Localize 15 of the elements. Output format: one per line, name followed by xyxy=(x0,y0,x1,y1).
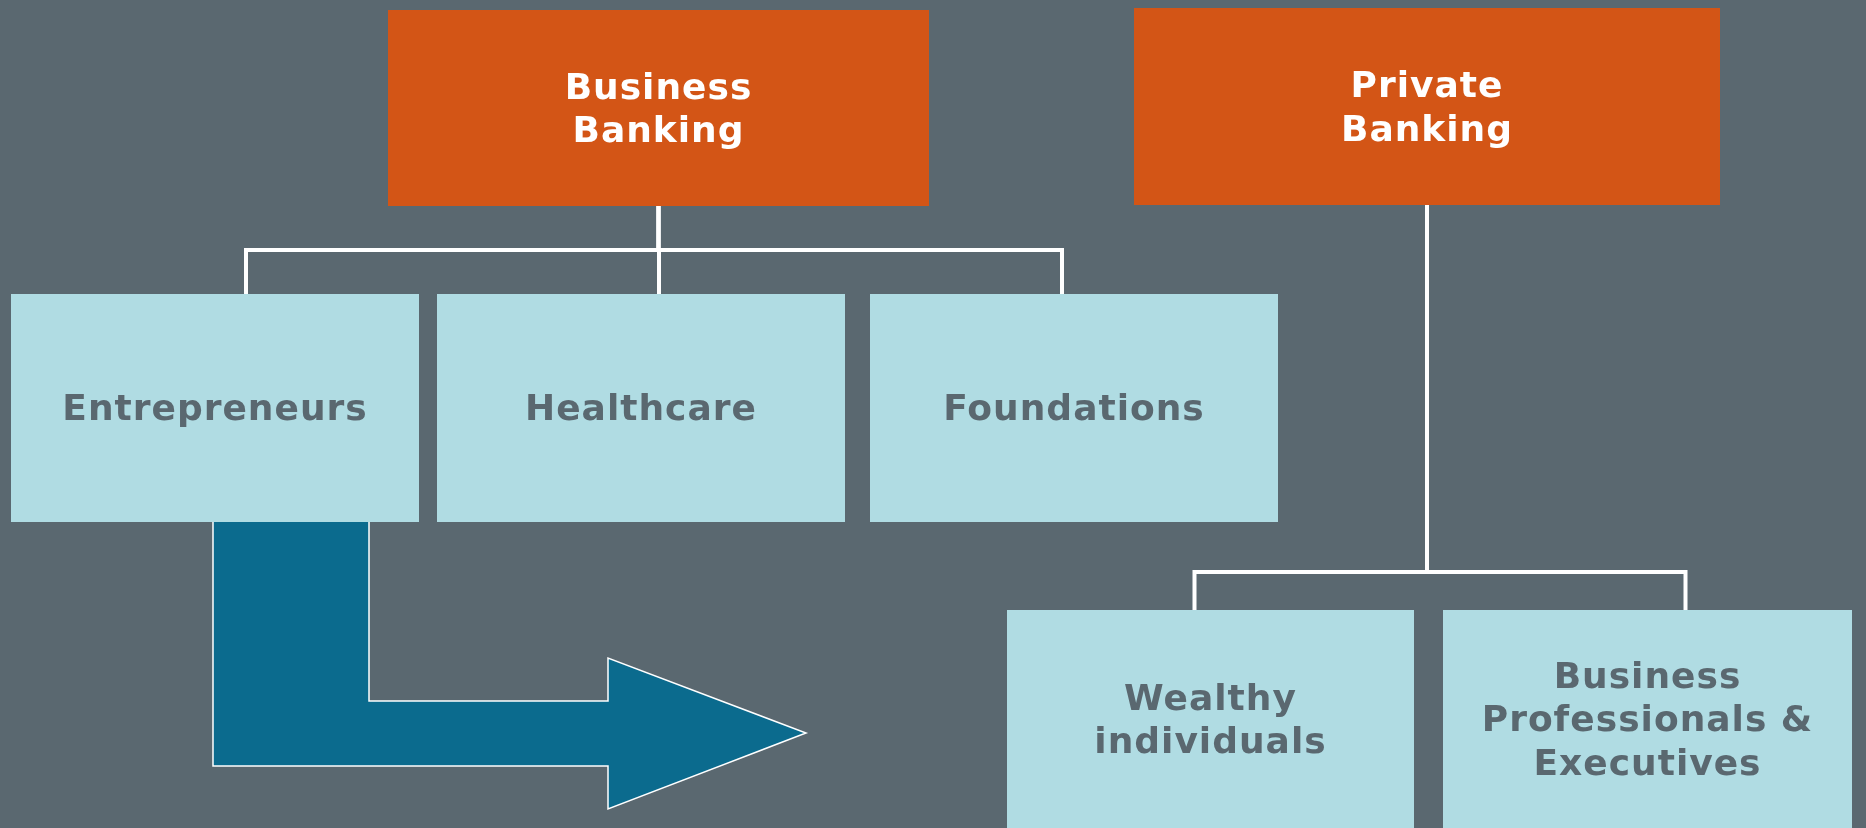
box-label: Entrepreneurs xyxy=(61,386,369,430)
segment-box xyxy=(437,294,845,522)
box-label: Private Banking xyxy=(1339,63,1514,150)
segment-box xyxy=(11,294,419,522)
segment-box xyxy=(870,294,1278,522)
box-label: Foundations xyxy=(942,386,1206,430)
box-label: Wealthy individuals xyxy=(1093,675,1328,763)
box-label: Healthcare xyxy=(524,386,758,430)
category-box xyxy=(388,10,929,206)
segment-box xyxy=(1007,610,1414,828)
connector-line xyxy=(656,206,1064,294)
box-label: Business Professionals & Executives xyxy=(1480,654,1815,784)
segment-box xyxy=(1443,610,1852,828)
category-box xyxy=(1134,8,1720,205)
box-label: Business Banking xyxy=(563,64,754,152)
